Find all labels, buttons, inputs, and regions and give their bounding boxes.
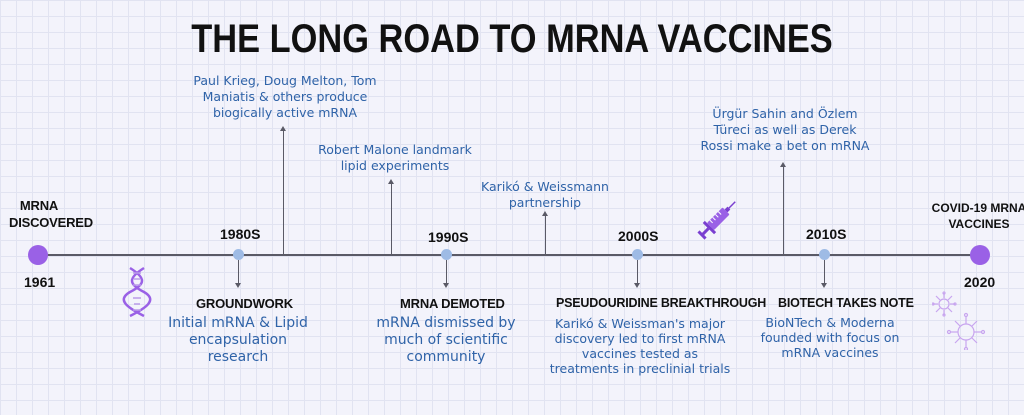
note-kariko: Karikó & Weissmann partnership <box>460 179 630 211</box>
arrow-demoted <box>443 283 449 288</box>
section-desc-pseudo: Karikó & Weissman's major discovery led … <box>540 316 740 376</box>
dna-icon <box>122 266 152 318</box>
end-label-line: COVID-19 MRNA <box>931 201 1024 215</box>
desc-line: founded with focus on <box>760 330 900 345</box>
decade-dot-2010s <box>819 249 830 260</box>
end-label-line: VACCINES <box>948 217 1010 231</box>
note-krieg: Paul Krieg, Doug Melton, Tom Maniatis & … <box>160 73 410 121</box>
note-line: Türeci as well as Derek <box>713 122 857 137</box>
desc-line: mRNA vaccines <box>781 345 879 360</box>
start-year: 1961 <box>24 274 56 290</box>
desc-line: community <box>406 349 486 365</box>
note-malone: Robert Malone landmark lipid experiments <box>295 142 495 174</box>
timeline-axis <box>38 254 982 256</box>
note-line: Paul Krieg, Doug Melton, Tom <box>193 73 377 88</box>
start-label-line: MRNA <box>19 198 59 213</box>
arrow-groundwork <box>235 283 241 288</box>
note-line: Ürgür Sahin and Özlem <box>712 106 858 121</box>
start-label-line: DISCOVERED <box>9 215 93 230</box>
arrow-pseudo <box>634 283 640 288</box>
connector-krieg <box>283 130 284 254</box>
arrow-krieg <box>280 126 286 131</box>
start-marker <box>28 245 48 265</box>
arrow-malone <box>388 179 394 184</box>
connector-demoted <box>446 260 447 285</box>
connector-biotech <box>824 260 825 285</box>
arrow-sahin <box>780 162 786 167</box>
decade-dot-2000s <box>632 249 643 260</box>
section-title-groundwork: GROUNDWORK <box>196 296 293 311</box>
end-year: 2020 <box>964 274 996 290</box>
syringe-icon <box>697 201 736 240</box>
note-sahin: Ürgür Sahin and Özlem Türeci as well as … <box>685 106 885 154</box>
note-line: Rossi make a bet on mRNA <box>700 138 870 153</box>
note-line: Robert Malone landmark <box>318 142 472 157</box>
arrow-kariko <box>542 211 548 216</box>
note-line: Maniatis & others produce <box>202 89 368 104</box>
desc-line: discovery led to first mRNA <box>554 331 726 346</box>
decade-label-1990s: 1990s <box>428 229 469 245</box>
section-title-pseudo: PSEUDOURIDINE BREAKTHROUGH <box>556 296 767 310</box>
desc-line: Karikó & Weissman's major <box>555 316 725 331</box>
virus-icon <box>932 291 986 350</box>
note-line: partnership <box>508 195 582 210</box>
connector-malone <box>391 183 392 254</box>
section-title-biotech: BIOTECH TAKES NOTE <box>778 296 914 310</box>
desc-line: research <box>207 349 269 365</box>
desc-line: BioNTech & Moderna <box>765 315 895 330</box>
end-label: COVID-19 MRNA VACCINES <box>930 200 1024 232</box>
connector-kariko <box>545 215 546 254</box>
section-desc-demoted: mRNA dismissed by much of scientific com… <box>366 315 526 366</box>
decade-dot-1980s <box>233 249 244 260</box>
desc-line: Initial mRNA & Lipid <box>168 315 308 331</box>
note-line: Karikó & Weissmann <box>481 179 609 194</box>
decade-label-2010s: 2010s <box>806 226 847 242</box>
decade-dot-1990s <box>441 249 452 260</box>
section-desc-biotech: BioNTech & Moderna founded with focus on… <box>755 315 905 360</box>
desc-line: encapsulation <box>188 332 288 348</box>
section-title-demoted: MRNA DEMOTED <box>400 296 505 311</box>
section-desc-groundwork: Initial mRNA & Lipid encapsulation resea… <box>158 315 318 366</box>
desc-line: much of scientific <box>384 332 508 348</box>
note-line: lipid experiments <box>340 158 450 173</box>
note-line: biogically active mRNA <box>212 105 358 120</box>
connector-sahin <box>783 166 784 254</box>
arrow-biotech <box>821 283 827 288</box>
connector-pseudo <box>637 260 638 285</box>
desc-line: mRNA dismissed by <box>376 315 516 331</box>
page-title: THE LONG ROAD TO MRNA VACCINES <box>191 17 833 61</box>
desc-line: vaccines tested as <box>581 346 699 361</box>
desc-line: treatments in preclinial trials <box>549 361 731 376</box>
decade-label-2000s: 2000s <box>618 228 659 244</box>
end-marker <box>970 245 990 265</box>
start-label: MRNA DISCOVERED <box>9 197 93 231</box>
connector-groundwork <box>238 260 239 285</box>
decade-label-1980s: 1980s <box>220 226 261 242</box>
